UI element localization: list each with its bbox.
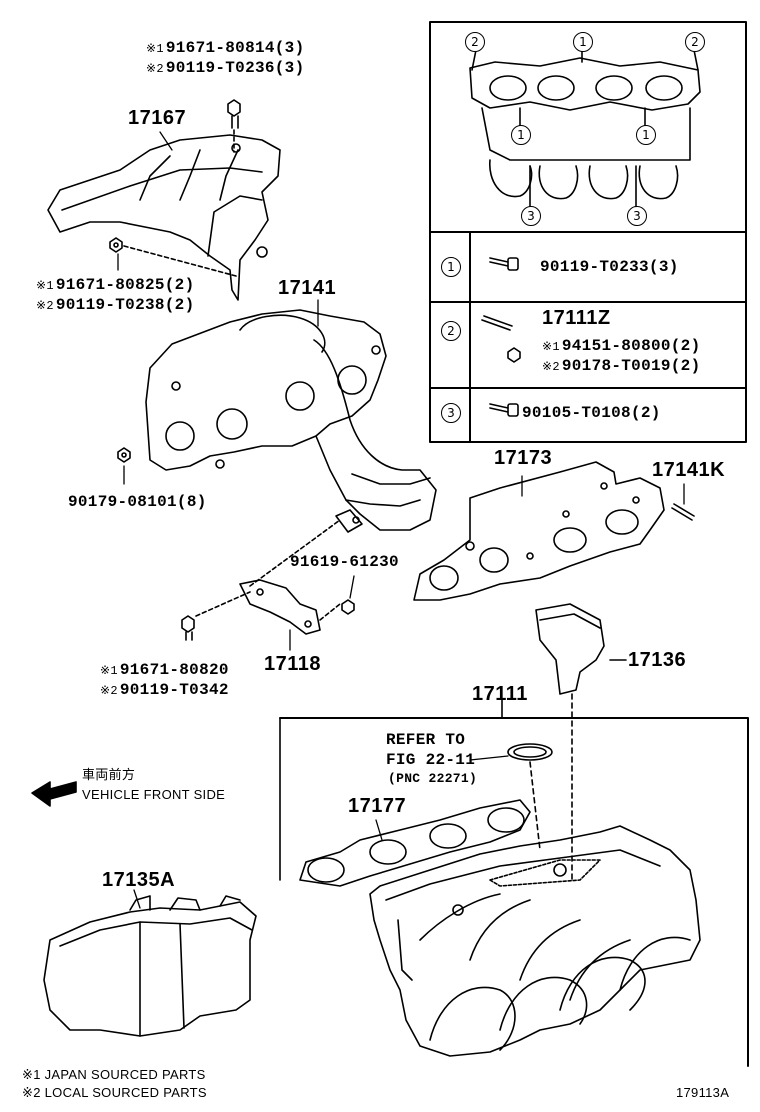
stud-17141k bbox=[671, 503, 695, 521]
front-label-jp: 車両前方 bbox=[82, 767, 136, 782]
reference-note: FIG 22-11 bbox=[386, 751, 476, 769]
inset-callout: 2 bbox=[685, 32, 705, 52]
bracket-17118 bbox=[181, 519, 355, 641]
insulator-17135a bbox=[43, 895, 257, 1037]
inset-row-key: 2 bbox=[441, 321, 461, 341]
intake-manifold-box bbox=[279, 699, 749, 1067]
bolt-top bbox=[227, 99, 241, 153]
part-number: 90119-T0233(3) bbox=[540, 258, 679, 276]
inset-manifold-sketch bbox=[469, 47, 701, 209]
nut-90179 bbox=[117, 447, 131, 463]
inset-box bbox=[429, 21, 747, 443]
front-label-en: VEHICLE FRONT SIDE bbox=[82, 787, 226, 802]
part-number: 17111Z bbox=[542, 307, 611, 329]
exhaust-manifold-17141 bbox=[145, 309, 437, 533]
inset-callout: 1 bbox=[511, 125, 531, 145]
front-arrow bbox=[31, 781, 77, 807]
inset-callout: 1 bbox=[573, 32, 593, 52]
footnote-local: ※2 LOCAL SOURCED PARTS bbox=[22, 1085, 207, 1100]
gasket-22271 bbox=[507, 743, 553, 851]
inset-row-key: 1 bbox=[441, 257, 461, 277]
figure-code: 179113A bbox=[676, 1085, 730, 1100]
part-number: 17141 bbox=[278, 277, 337, 299]
part-number: 17136 bbox=[628, 649, 687, 671]
gasket-17177 bbox=[299, 799, 531, 887]
leader-lines bbox=[117, 131, 685, 909]
part-number: 90179-08101(8) bbox=[68, 493, 207, 511]
inset-callout: 3 bbox=[521, 206, 541, 226]
part-number: 17173 bbox=[494, 447, 553, 469]
part-number: 17141K bbox=[652, 459, 726, 481]
part-number: 17118 bbox=[264, 653, 322, 675]
inset-callout: 2 bbox=[465, 32, 485, 52]
footnote-japan: ※1 JAPAN SOURCED PARTS bbox=[22, 1067, 206, 1082]
inset-callout: 1 bbox=[636, 125, 656, 145]
part-number: 91619-61230 bbox=[290, 553, 399, 571]
part-number: 17177 bbox=[348, 795, 407, 817]
part-number: 90105-T0108(2) bbox=[522, 404, 661, 422]
nut-mid bbox=[109, 237, 237, 277]
reference-note: (PNC 22271) bbox=[388, 771, 478, 786]
reference-note: REFER TO bbox=[386, 731, 466, 749]
intake-manifold-17111 bbox=[369, 825, 701, 1057]
inset-row-key: 3 bbox=[441, 403, 461, 423]
part-number: 17167 bbox=[128, 107, 187, 129]
inset-callout: 3 bbox=[627, 206, 647, 226]
part-number: 17111 bbox=[472, 683, 528, 705]
gasket-17173 bbox=[413, 461, 665, 601]
inset-bolt-icons bbox=[481, 257, 521, 417]
heat-insulator-17167 bbox=[47, 134, 281, 301]
cover-17136 bbox=[535, 603, 627, 881]
part-number: 17135A bbox=[102, 869, 176, 891]
